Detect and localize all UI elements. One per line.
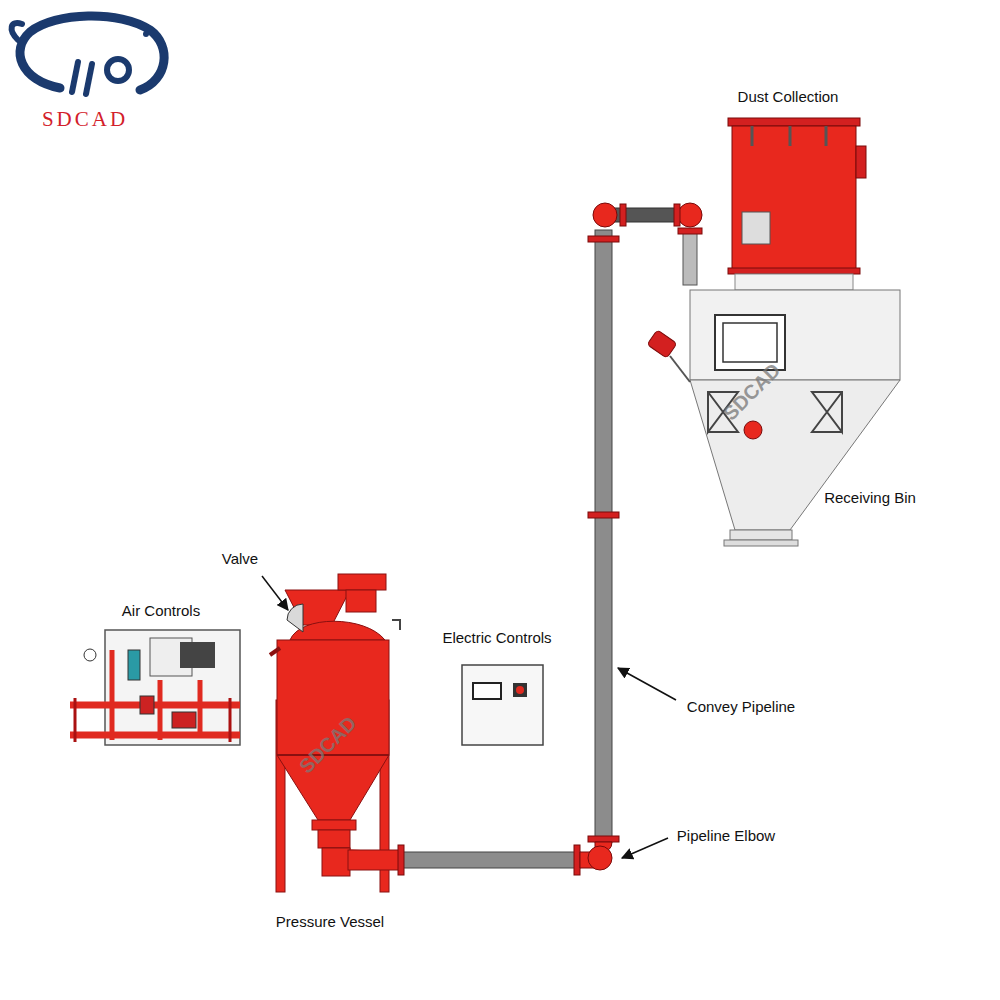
electric-controls-box (462, 665, 543, 745)
part-name: Dust Collection (738, 88, 839, 105)
part-name: Receiving Bin (824, 489, 916, 506)
logo-mark (12, 16, 165, 94)
leader-arrow (262, 576, 676, 858)
pressure-vessel (270, 574, 400, 892)
part-name: Convey Pipeline (687, 698, 795, 715)
air-controls-panel (70, 630, 240, 745)
part-name: Electric Controls (442, 629, 551, 646)
part-name: Valve (222, 550, 258, 567)
dust-collector (728, 118, 866, 290)
part-name: Pipeline Elbow (677, 827, 775, 844)
logo-text: SDCAD (42, 107, 128, 132)
convey-pipeline (398, 208, 697, 875)
part-name: Air Controls (122, 602, 200, 619)
receiving-bin (647, 290, 900, 546)
pipeline-elbow (580, 203, 702, 870)
part-name: Pressure Vessel (276, 913, 384, 930)
